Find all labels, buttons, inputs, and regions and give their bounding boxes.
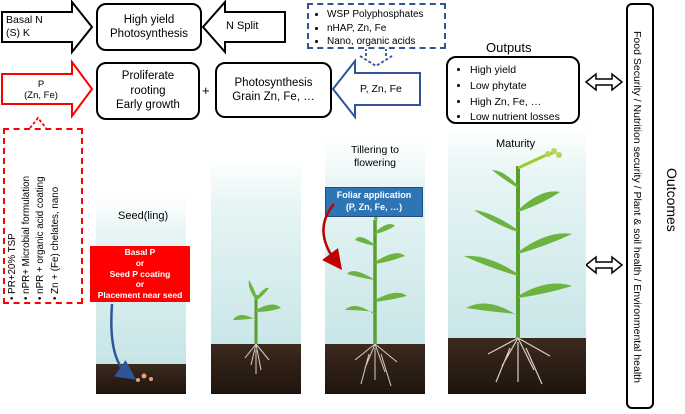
wsp-item: nHAP, Zn, Fe bbox=[327, 22, 438, 36]
n-split-label: N Split bbox=[226, 20, 259, 32]
foliar-application-box: Foliar application (P, Zn, Fe, …) bbox=[325, 187, 423, 217]
outcomes-box bbox=[626, 3, 654, 409]
outcomes-title: Outcomes bbox=[664, 168, 680, 232]
output-item: High Zn, Fe, … bbox=[470, 95, 572, 111]
outcomes-text: Food Security / Nutrition security / Pla… bbox=[631, 31, 643, 383]
soil bbox=[96, 364, 186, 394]
basal-p-box: Basal P or Seed P coating or Placement n… bbox=[90, 246, 190, 302]
soil bbox=[448, 338, 586, 394]
basal-p-curve-arrow bbox=[110, 303, 137, 380]
small-plant bbox=[233, 280, 281, 374]
seedling-label: Seed(ling) bbox=[118, 210, 169, 222]
outputs-box: High yield Low phytate High Zn, Fe, … Lo… bbox=[446, 56, 580, 124]
double-arrow-top bbox=[584, 72, 624, 92]
p-blue-label: P, Zn, Fe bbox=[360, 83, 402, 95]
wsp-item: Nano, organic acids bbox=[327, 35, 438, 49]
tillering-label: Tillering to flowering bbox=[350, 144, 400, 169]
p-red-arrow bbox=[1, 58, 94, 120]
output-item: High yield bbox=[470, 63, 572, 79]
basal-n-arrow bbox=[1, 0, 94, 55]
output-item: Low nutrient losses bbox=[470, 110, 572, 126]
early-plant-panel bbox=[211, 160, 301, 394]
high-yield-photosynthesis-box: High yield Photosynthesis bbox=[96, 3, 202, 51]
p-red-label: P (Zn, Fe) bbox=[24, 79, 58, 102]
n-split-arrow bbox=[201, 0, 286, 55]
double-arrow-bottom bbox=[584, 255, 624, 275]
mature-plant bbox=[464, 148, 572, 385]
proliferate-rooting-box: Proliferate rooting Early growth bbox=[96, 62, 200, 120]
wsp-item: WSP Polyphosphates bbox=[327, 8, 438, 22]
red-connector bbox=[29, 116, 47, 129]
wsp-options-box: WSP Polyphosphates nHAP, Zn, Fe Nano, or… bbox=[307, 3, 446, 49]
maturity-panel bbox=[448, 126, 586, 394]
foliar-curve-arrow bbox=[322, 203, 342, 271]
photosynthesis-grain-box: Photosynthesis Grain Zn, Fe, … bbox=[215, 62, 332, 118]
basal-n-label: Basal N (S) K bbox=[6, 14, 43, 40]
p-blue-arrow bbox=[331, 58, 421, 120]
red-options-box bbox=[3, 128, 83, 304]
outputs-title: Outputs bbox=[486, 40, 532, 55]
wsp-connector bbox=[359, 48, 393, 68]
output-item: Low phytate bbox=[470, 79, 572, 95]
seed-dots bbox=[136, 373, 153, 382]
maturity-label: Maturity bbox=[496, 138, 536, 150]
plus-sign: + bbox=[202, 83, 210, 98]
